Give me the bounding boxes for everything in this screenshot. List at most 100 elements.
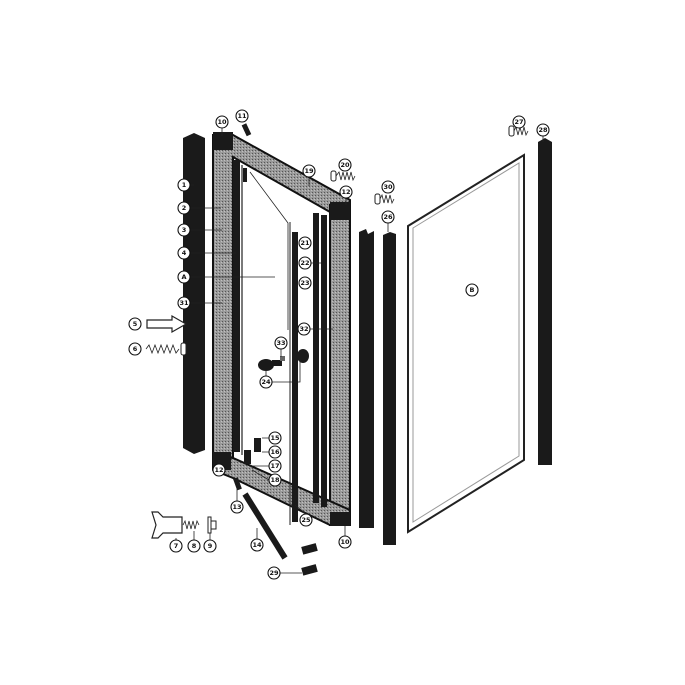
callout-27: 27 — [512, 115, 526, 129]
svg-text:20: 20 — [340, 161, 350, 169]
wall-profile-26 — [383, 232, 396, 545]
callout-5: 5 — [128, 317, 142, 331]
callout-25: 25 — [299, 513, 313, 527]
end-cap-29 — [301, 564, 318, 576]
svg-text:32: 32 — [299, 325, 308, 333]
seal-strip-21 — [313, 213, 319, 503]
part-17 — [244, 450, 251, 464]
screw-20 — [330, 170, 356, 182]
leader-lines — [175, 128, 544, 574]
callout-20: 20 — [338, 158, 352, 172]
callout-13: 13 — [230, 500, 244, 514]
svg-text:3: 3 — [182, 226, 187, 234]
svg-text:23: 23 — [300, 279, 309, 287]
svg-text:12: 12 — [341, 188, 350, 196]
wall-plug-5 — [146, 314, 188, 334]
svg-text:30: 30 — [383, 183, 393, 191]
svg-text:2: 2 — [182, 204, 187, 212]
profile-part-1 — [183, 133, 205, 454]
svg-text:14: 14 — [252, 541, 262, 549]
svg-text:31: 31 — [179, 299, 189, 307]
callout-15: 15 — [268, 431, 282, 445]
part-15 — [254, 438, 261, 452]
svg-text:27: 27 — [514, 118, 523, 126]
wall-profile — [359, 229, 374, 528]
callout-22: 22 — [298, 256, 312, 270]
svg-text:25: 25 — [301, 516, 311, 524]
svg-text:7: 7 — [174, 542, 179, 550]
clip-11 — [241, 123, 252, 137]
svg-text:26: 26 — [383, 213, 393, 221]
svg-text:9: 9 — [208, 542, 213, 550]
handle-knob-right — [297, 349, 309, 363]
callout-14: 14 — [250, 538, 264, 552]
svg-text:33: 33 — [276, 339, 285, 347]
svg-text:22: 22 — [300, 259, 309, 267]
svg-text:6: 6 — [133, 345, 138, 353]
svg-text:19: 19 — [304, 167, 314, 175]
callout-17: 17 — [268, 459, 282, 473]
callout-4: 4 — [177, 246, 191, 260]
callout-12-bottom: 12 — [212, 463, 226, 477]
callout-29: 29 — [267, 566, 281, 580]
svg-text:5: 5 — [133, 320, 138, 328]
glass-panel-b — [407, 153, 525, 534]
callout-7: 7 — [169, 539, 183, 553]
callout-1: 1 — [177, 178, 191, 192]
handle-knob-left — [258, 359, 274, 371]
svg-text:18: 18 — [270, 476, 280, 484]
callout-16: 16 — [268, 445, 282, 459]
magnet-set-7-8-9 — [151, 511, 217, 539]
svg-text:29: 29 — [269, 569, 279, 577]
callout-10-top: 10 — [215, 115, 229, 129]
callout-a: A — [177, 270, 191, 284]
svg-text:11: 11 — [237, 112, 247, 120]
svg-text:12: 12 — [214, 466, 223, 474]
profile-part-28 — [538, 138, 552, 465]
callout-18: 18 — [268, 473, 282, 487]
callout-24: 24 — [259, 375, 273, 389]
callout-21: 21 — [298, 236, 312, 250]
svg-text:28: 28 — [538, 126, 548, 134]
svg-text:16: 16 — [270, 448, 280, 456]
svg-text:4: 4 — [182, 249, 187, 257]
callout-6: 6 — [128, 342, 142, 356]
callout-8: 8 — [187, 539, 201, 553]
screw-30 — [374, 193, 395, 205]
callout-30: 30 — [381, 180, 395, 194]
callout-23: 23 — [298, 276, 312, 290]
svg-text:24: 24 — [261, 378, 271, 386]
callout-2: 2 — [177, 201, 191, 215]
svg-text:10: 10 — [217, 118, 227, 126]
svg-text:13: 13 — [232, 503, 241, 511]
door-frame — [212, 132, 351, 526]
svg-text:A: A — [181, 273, 186, 281]
callout-26: 26 — [381, 210, 395, 224]
callout-b: B — [465, 283, 479, 297]
callout-3: 3 — [177, 223, 191, 237]
screw-33 — [280, 356, 285, 361]
screw-27 — [508, 125, 529, 137]
svg-text:17: 17 — [270, 462, 279, 470]
sweep-seal-14 — [242, 492, 288, 560]
part-13 — [233, 477, 242, 491]
svg-text:15: 15 — [270, 434, 280, 442]
screw-6 — [145, 342, 187, 356]
callout-32: 32 — [297, 322, 311, 336]
svg-text:B: B — [470, 286, 475, 294]
callout-31: 31 — [177, 296, 191, 310]
seal-strip-4 — [233, 160, 240, 452]
seal-strip-22 — [321, 215, 327, 507]
svg-text:1: 1 — [182, 181, 187, 189]
callout-12-top: 12 — [339, 185, 353, 199]
callout-33: 33 — [274, 336, 288, 350]
callout-11: 11 — [235, 109, 249, 123]
callout-9: 9 — [203, 539, 217, 553]
callout-19: 19 — [302, 164, 316, 178]
seal-strip-23 — [292, 232, 298, 522]
callout-28: 28 — [536, 123, 550, 137]
svg-text:21: 21 — [300, 239, 310, 247]
svg-text:8: 8 — [192, 542, 197, 550]
